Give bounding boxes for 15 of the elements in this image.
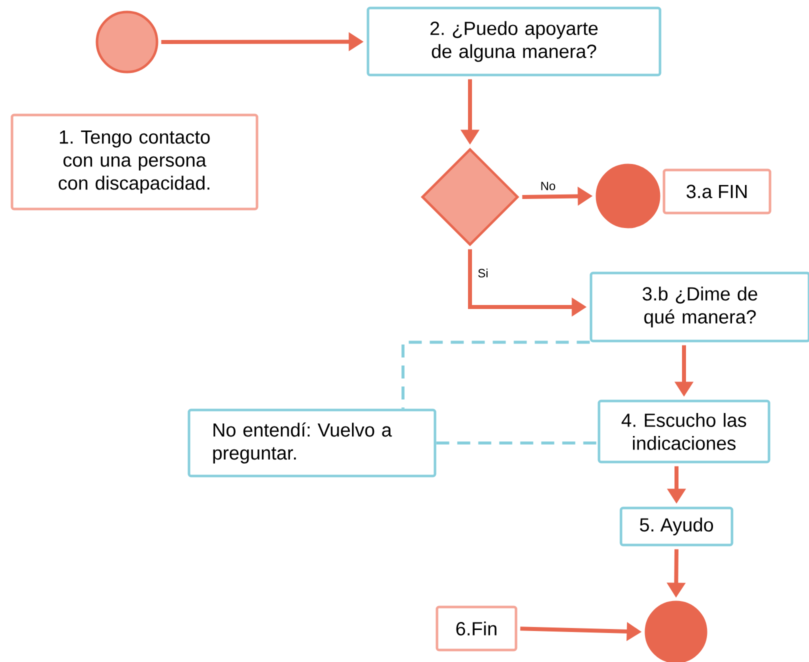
edge-label: Si [476, 268, 490, 278]
step-box: No entendí: Vuelvo a preguntar. [188, 408, 436, 478]
step-box: 1. Tengo contacto con una persona con discapacidad. [10, 114, 258, 210]
connector-line [436, 442, 598, 444]
step-box: 4. Escucho las indicaciones [598, 400, 770, 464]
edge-label: No [539, 180, 557, 192]
step-box: 2. ¿Puedo apoyarte de alguna manera? [366, 6, 662, 76]
step-box: 3.a FIN [662, 168, 772, 214]
step-box: 6.Fin [436, 606, 518, 652]
step-box: 5. Ayudo [620, 506, 734, 546]
end-circle [644, 600, 708, 662]
end-circle [596, 164, 660, 228]
step-box: 3.b ¿Dime de qué manera? [590, 272, 809, 342]
connector-line [402, 340, 590, 409]
start-circle [96, 10, 158, 74]
